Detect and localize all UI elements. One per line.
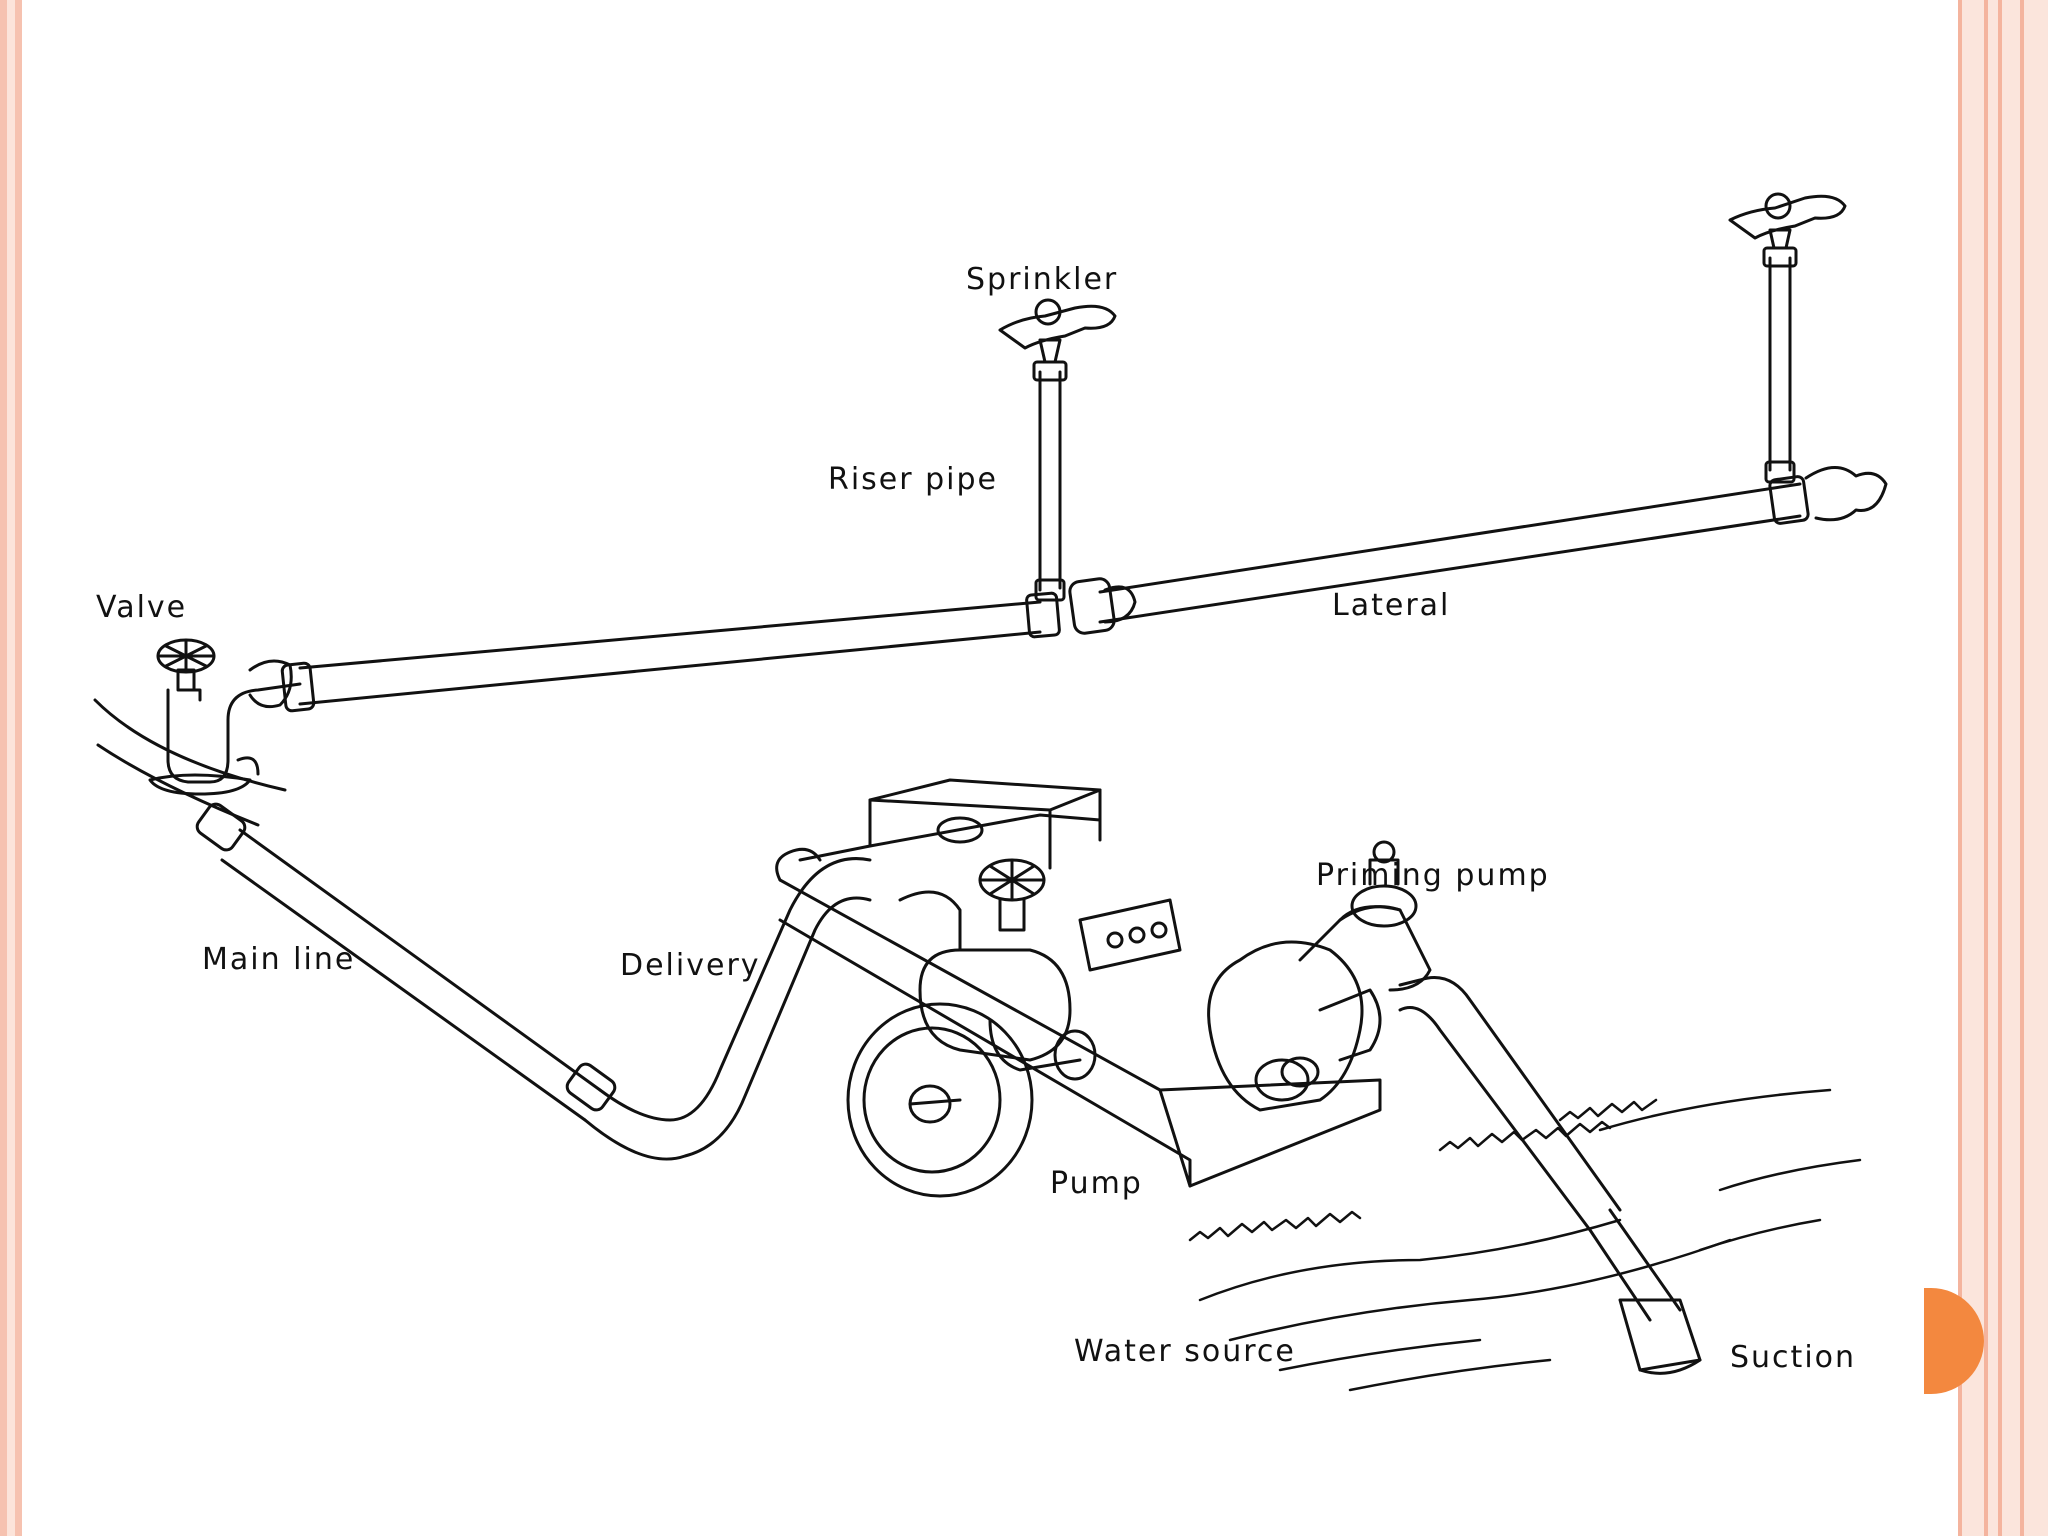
- priming-pump: [1298, 840, 1432, 992]
- right-border-line: [1958, 0, 1962, 1536]
- label-lateral: Lateral: [1332, 588, 1451, 623]
- label-sprinkler: Sprinkler: [966, 262, 1119, 297]
- label-water-source: Water source: [1074, 1334, 1296, 1369]
- left-border-inner: [7, 0, 15, 1536]
- label-riser-pipe: Riser pipe: [828, 462, 999, 497]
- label-main-line: Main line: [202, 942, 356, 977]
- sprinkler-head: [998, 192, 1847, 364]
- label-delivery: Delivery: [620, 948, 761, 983]
- label-priming-pump: Priming pump: [1316, 858, 1550, 893]
- right-border: [1958, 0, 2048, 1536]
- suction-pipe: [1398, 976, 1702, 1375]
- valve: [148, 638, 302, 796]
- label-pump: Pump: [1050, 1166, 1143, 1201]
- label-valve: Valve: [96, 590, 188, 625]
- label-suction: Suction: [1730, 1340, 1857, 1375]
- main-line: [93, 698, 872, 1161]
- right-border-line: [2020, 0, 2024, 1536]
- water-source: [1188, 1088, 1862, 1392]
- right-border-line: [1984, 0, 1988, 1536]
- lateral-pipe: [248, 466, 1888, 713]
- riser-pipe: [1032, 246, 1798, 602]
- pump-unit: [775, 778, 1382, 1198]
- right-border-line: [1998, 0, 2002, 1536]
